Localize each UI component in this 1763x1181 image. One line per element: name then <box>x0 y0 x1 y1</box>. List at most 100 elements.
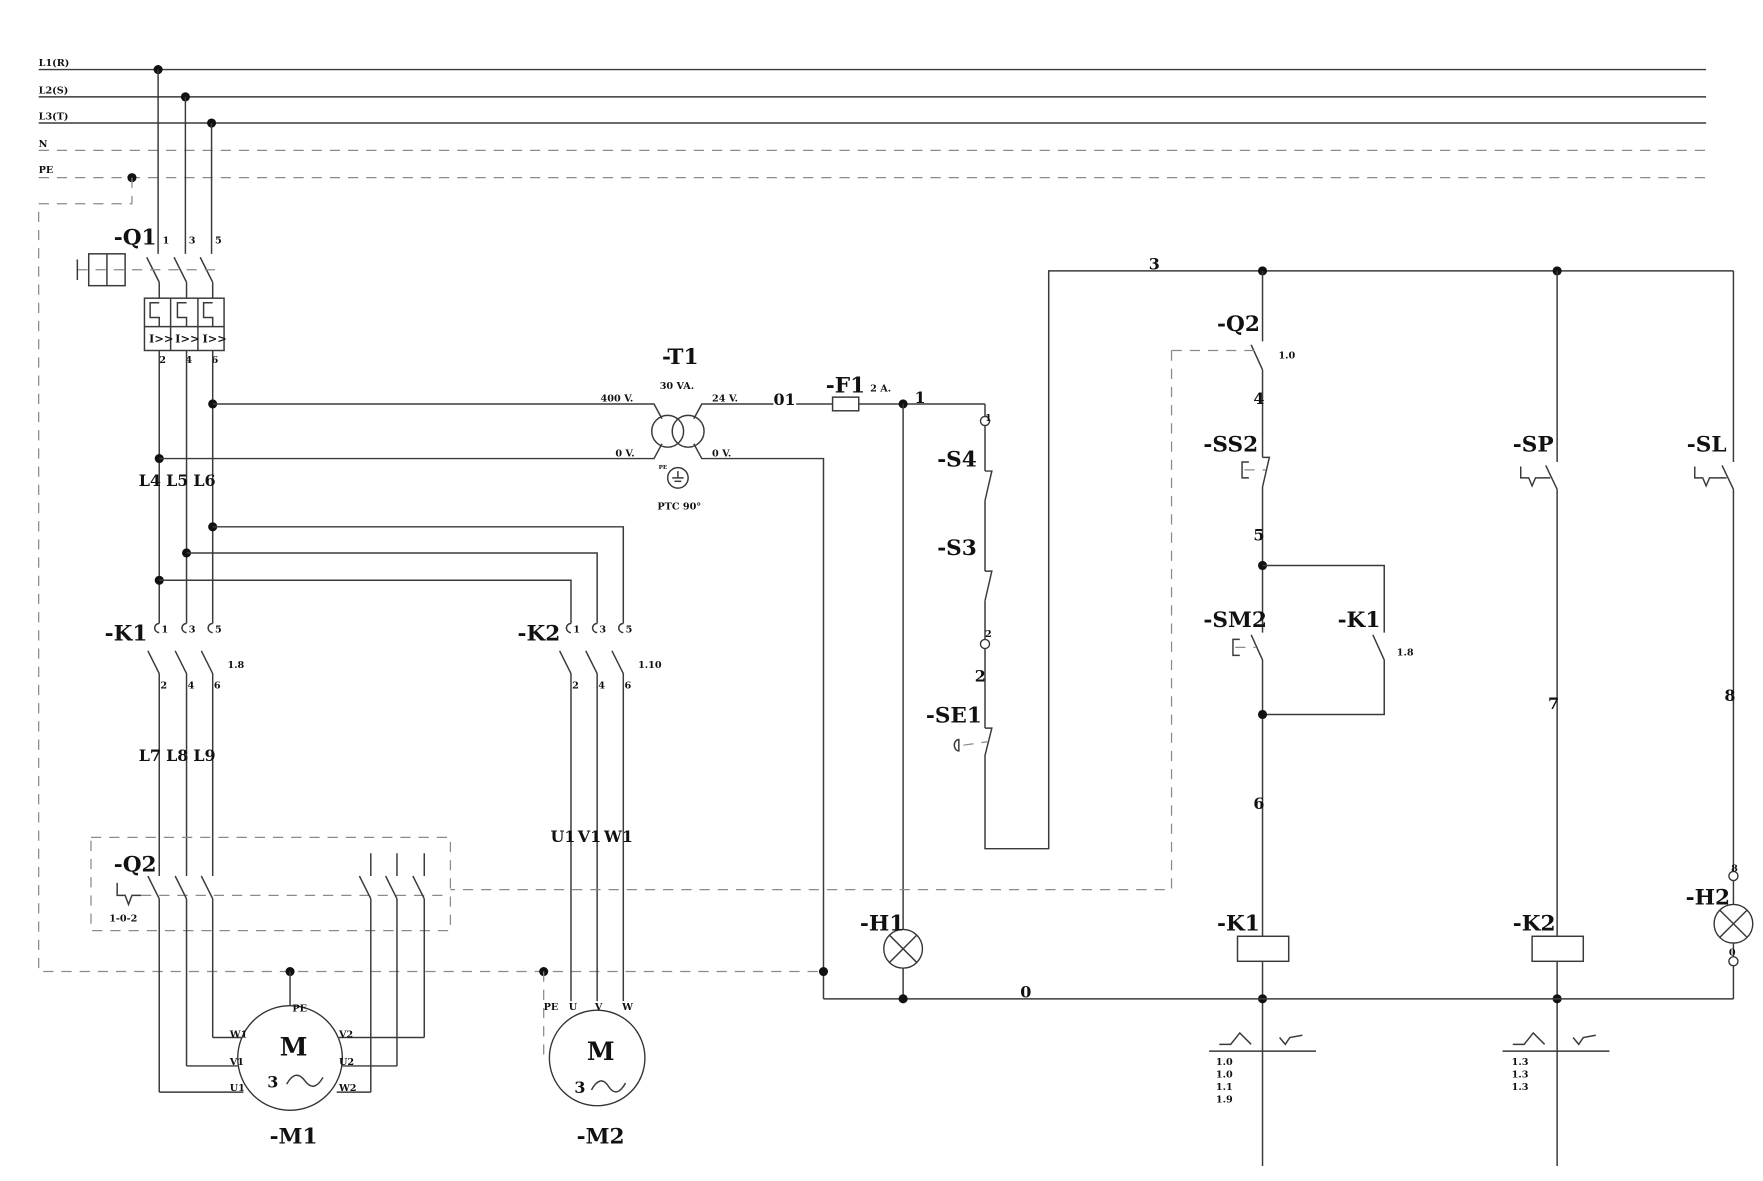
k1-coil-tag: -K1 <box>1217 912 1260 937</box>
transformer-coil-icon <box>651 414 685 448</box>
lamp-h1: -H1 <box>860 403 924 999</box>
m1-tag: -M1 <box>270 1124 318 1149</box>
terminal-label: 3 <box>189 236 196 247</box>
terminal-label: U1 <box>230 1083 245 1094</box>
mushroom-button-icon <box>953 738 960 752</box>
terminal-icon <box>1728 956 1739 967</box>
branch-h2: -SL 8 8 -H2 0 <box>1686 270 1754 999</box>
k2-tag: -K2 <box>518 622 561 647</box>
s4-tag: -S4 <box>937 448 977 473</box>
motor-symbol: M <box>280 1033 308 1062</box>
return-line: 0 <box>818 966 1734 1004</box>
fuse-rating: 2 A. <box>870 383 891 394</box>
bus-label-l1: L1(R) <box>39 58 70 69</box>
terminal-label: 1 <box>985 413 992 424</box>
cross-ref: 1.3 <box>1512 1069 1529 1080</box>
terminal-label: 8 <box>1731 863 1738 874</box>
terminal-label: W <box>621 1002 633 1013</box>
no-contact-icon <box>1512 1031 1546 1046</box>
cross-ref: 1.1 <box>1216 1082 1233 1093</box>
cross-ref: 1.8 <box>1397 647 1414 658</box>
terminal-label: 1 <box>573 625 580 636</box>
bus-label-l2: L2(S) <box>39 85 69 96</box>
junction <box>898 994 908 1004</box>
ac-wave-icon <box>285 1074 324 1087</box>
cross-ref: 1.3 <box>1512 1082 1529 1093</box>
coil-icon <box>1531 935 1585 963</box>
pushbutton-icon <box>1232 638 1240 657</box>
terminal-label: 2 <box>572 680 579 691</box>
fuse-icon <box>831 396 860 412</box>
motor-phases: 3 <box>267 1073 278 1092</box>
terminal-label: 2 <box>159 355 166 366</box>
q2-tag: -Q2 <box>114 852 157 877</box>
wire-label: 4 <box>1253 389 1264 408</box>
ss2-tag: -SS2 <box>1203 433 1258 458</box>
contactor-k1-main: -K1 1 3 5 2 4 6 1.8 L7 L8 L9 <box>105 622 245 876</box>
bus-bars: L1(R) L2(S) L3(T) N PE <box>39 58 1707 179</box>
cross-ref: 1.0 <box>1216 1057 1233 1068</box>
junction <box>1257 709 1268 720</box>
transformer-t1: -T1 30 VA. 400 V. 0 V. 24 V. 0 V. PE PTC… <box>601 345 825 999</box>
trip-label: I>> <box>175 332 199 346</box>
wire-label: W1 <box>603 827 633 846</box>
cross-ref: 1.8 <box>227 660 244 671</box>
terminal-label: 6 <box>212 355 219 366</box>
q1-tag: -Q1 <box>114 226 157 251</box>
junction <box>818 966 829 977</box>
terminal-label: 4 <box>598 680 605 691</box>
k1-tag: -K1 <box>105 622 148 647</box>
transformer-coil-icon <box>671 414 705 448</box>
wire-label: 0 <box>1020 983 1031 1002</box>
wire-label: U1 <box>551 827 576 846</box>
sm2-tag: -SM2 <box>1203 608 1267 633</box>
terminal-label: 3 <box>599 625 606 636</box>
voltage-label: 24 V. <box>712 394 738 405</box>
breaker-body <box>143 297 225 352</box>
wire-label: L4 <box>139 471 161 490</box>
terminal-label: 6 <box>214 680 221 691</box>
terminal-label: W2 <box>338 1083 357 1094</box>
terminal-label: 6 <box>624 680 631 691</box>
wire-label: 2 <box>975 666 986 685</box>
wire-label: L6 <box>193 471 215 490</box>
wire-label: V1 <box>577 827 601 846</box>
pe-mark: PE <box>659 465 668 471</box>
terminal-label: 5 <box>626 625 633 636</box>
nc-contact-icon <box>1572 1034 1596 1046</box>
wire-label: 1 <box>914 388 925 407</box>
motor-phases: 3 <box>574 1078 585 1097</box>
terminal-label: 3 <box>189 625 196 636</box>
bus-label-pe: PE <box>39 165 54 176</box>
terminal-label: 5 <box>215 625 222 636</box>
terminal-label: PE <box>544 1002 559 1013</box>
ptc-label: PTC 90° <box>657 502 701 513</box>
terminal-label: 1 <box>162 625 169 636</box>
h2-tag: -H2 <box>1686 885 1730 910</box>
terminal-label: 4 <box>185 355 192 366</box>
rotary-operator-icon <box>116 882 142 907</box>
wire-label: L5 <box>166 471 188 490</box>
s3-tag: -S3 <box>937 536 977 561</box>
f1-tag: -F1 <box>826 374 865 399</box>
voltage-label: 400 V. <box>601 394 634 405</box>
m2-tag: -M2 <box>577 1124 625 1149</box>
h1-tag: -H1 <box>860 912 904 937</box>
terminal-icon <box>979 638 991 650</box>
wire-label: L8 <box>166 746 188 765</box>
motor-symbol: M <box>587 1037 615 1066</box>
k1-aux-tag: -K1 <box>1338 608 1381 633</box>
coil-icon <box>1236 935 1290 963</box>
terminal-label: U <box>569 1002 578 1013</box>
q2-contact-tag: -Q2 <box>1217 312 1260 337</box>
nc-contact-icon <box>1279 1034 1303 1046</box>
terminal-label: V <box>594 1002 603 1013</box>
wire-label: L9 <box>193 746 215 765</box>
power-wiring: L4 L5 L6 <box>139 350 647 624</box>
terminal-label: W1 <box>229 1030 248 1041</box>
terminal-label: PE <box>292 1003 307 1014</box>
branch-k2: -SP 7 -K2 1.3 1.3 1.3 <box>1502 266 1610 1167</box>
breaker-q1: I>> I>> I>> -Q1 1 3 5 2 4 6 <box>76 65 227 366</box>
bus-label-n: N <box>39 139 48 150</box>
terminal-label: U2 <box>339 1057 354 1068</box>
